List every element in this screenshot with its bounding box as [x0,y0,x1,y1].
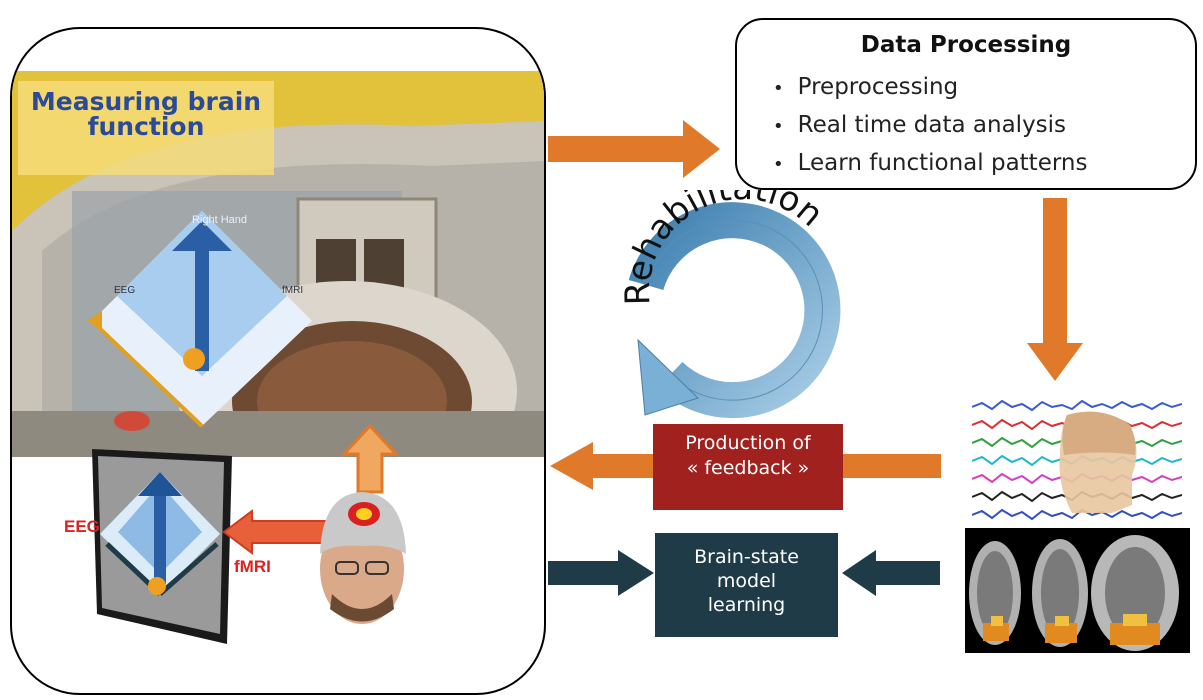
feedback-display-inset [92,449,232,644]
fmri-slices-image [965,528,1190,653]
measurement-panel: Right Hand EEG fMRI Measuring brain func… [10,27,546,695]
down-arrow [1027,198,1083,381]
up-arrow [340,424,400,494]
data-processing-box: Data Processing Preprocessing Real time … [735,18,1197,190]
list-item: Preprocessing [773,68,1087,106]
feedback-line-2: « feedback » [686,457,810,479]
to-model-arrow-left [548,550,654,596]
list-item: Learn functional patterns [773,144,1088,182]
mri-photo: Right Hand EEG fMRI [12,71,544,457]
model-line-1: Brain-state [694,546,799,568]
model-learning-box: Brain-state model learning [655,533,838,637]
screen-label-eeg: EEG [114,285,135,296]
screen-label-right-hand: Right Hand [192,214,247,226]
to-processing-arrow [548,120,720,178]
inset-fmri-label: fMRI [234,557,271,576]
subject-head-photo [320,492,406,624]
measuring-brain-function-label: Measuring brain function [18,81,274,175]
screen-label-fmri: fMRI [282,285,303,296]
rehabilitation-cycle: Rehabilitation [618,190,841,419]
eeg-signals-image [972,395,1182,525]
list-item: Real time data analysis [773,106,1087,144]
data-processing-list: Preprocessing Real time data analysis Le… [773,68,1088,182]
feedback-line-1: Production of [685,432,811,454]
to-model-arrow-right [842,550,940,596]
model-line-3: learning [707,594,786,616]
feedback-box: Production of « feedback » [653,424,843,510]
data-processing-title: Data Processing [860,32,1072,58]
inset-eeg-label: EEG [64,517,100,536]
model-line-2: model [716,570,777,592]
